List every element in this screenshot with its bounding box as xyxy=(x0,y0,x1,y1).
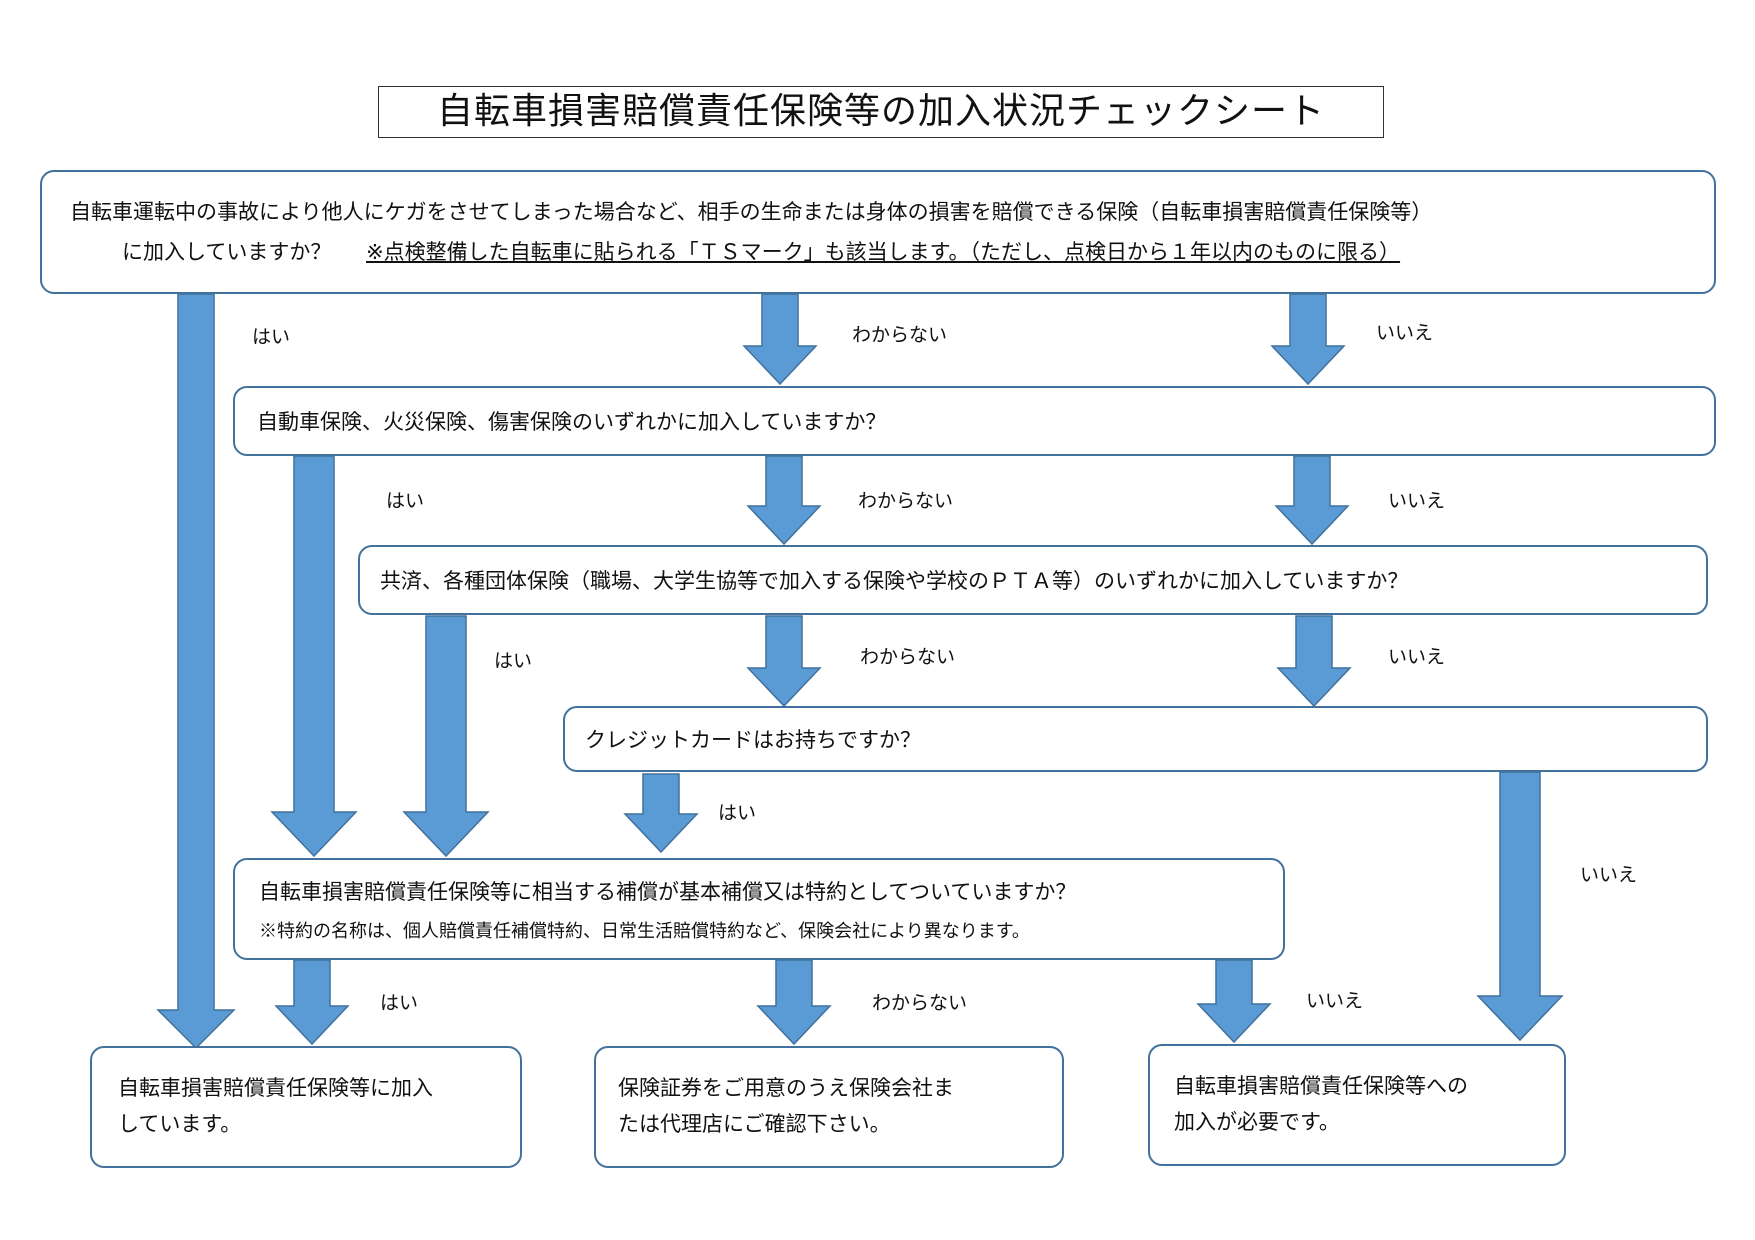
arrow-q5-yes xyxy=(274,959,350,1046)
question-3-text: 共済、各種団体保険（職場、大学生協等で加入する保険や学校のＰＴＡ等）のいずれかに… xyxy=(380,569,1409,593)
label-q5-yes: はい xyxy=(380,992,419,1014)
label-q3-unknown: わからない xyxy=(860,646,956,668)
result-confirm-box: 保険証券をご用意のうえ保険会社ま たは代理店にご確認下さい。 xyxy=(594,1046,1064,1168)
label-q4-no: いいえ xyxy=(1580,864,1638,886)
label-q2-unknown: わからない xyxy=(858,490,954,512)
arrow-q3-yes xyxy=(402,615,490,858)
page-title: 自転車損害賠償責任保険等の加入状況チェックシート xyxy=(378,86,1384,138)
label-q3-no: いいえ xyxy=(1388,646,1446,668)
label-q1-unknown: わからない xyxy=(852,324,948,346)
arrow-q5-unknown xyxy=(756,959,832,1046)
arrow-q2-yes xyxy=(270,455,358,858)
label-q3-yes: はい xyxy=(494,650,533,672)
result-required-line2: 加入が必要です。 xyxy=(1174,1110,1340,1134)
question-5-text: 自転車損害賠償責任保険等に相当する補償が基本補償又は特約としてついていますか？ xyxy=(259,880,1077,904)
question-5-note: ※特約の名称は、個人賠償責任補償特約、日常生活賠償特約など、保険会社により異なり… xyxy=(259,921,1030,942)
result-confirm-line2: たは代理店にご確認下さい。 xyxy=(618,1112,891,1136)
label-q1-no: いいえ xyxy=(1376,322,1434,344)
label-q5-unknown: わからない xyxy=(872,992,968,1014)
result-confirm-line1: 保険証券をご用意のうえ保険会社ま xyxy=(618,1076,954,1100)
arrow-q3-no xyxy=(1276,615,1352,708)
question-1-line2: に加入していますか？ ※点検整備した自転車に貼られる「ＴＳマーク」も該当します。… xyxy=(122,234,1400,270)
question-1-line1: 自転車運転中の事故により他人にケガをさせてしまった場合など、相手の生命または身体… xyxy=(70,200,1433,224)
arrow-q5-no xyxy=(1196,959,1272,1044)
arrow-q1-no xyxy=(1270,293,1346,386)
question-4-box: クレジットカードはお持ちですか？ xyxy=(563,706,1708,772)
result-enrolled-box: 自転車損害賠償責任保険等に加入 しています。 xyxy=(90,1046,522,1168)
result-required-line1: 自転車損害賠償責任保険等への xyxy=(1174,1074,1468,1098)
question-2-box: 自動車保険、火災保険、傷害保険のいずれかに加入していますか？ xyxy=(233,386,1716,456)
label-q4-yes: はい xyxy=(718,802,757,824)
arrow-q1-unknown xyxy=(742,293,818,386)
label-q5-no: いいえ xyxy=(1306,990,1364,1012)
result-enrolled-line1: 自転車損害賠償責任保険等に加入 xyxy=(118,1076,433,1100)
arrow-q4-no xyxy=(1476,771,1564,1042)
question-1-ts-mark-note: ※点検整備した自転車に貼られる「ＴＳマーク」も該当します。（ただし、点検日から１… xyxy=(366,240,1401,264)
label-q2-yes: はい xyxy=(386,490,425,512)
arrow-q2-unknown xyxy=(746,455,822,546)
result-enrolled-line2: しています。 xyxy=(118,1112,242,1136)
label-q1-yes: はい xyxy=(252,326,291,348)
arrow-q3-unknown xyxy=(746,615,822,708)
arrow-q2-no xyxy=(1274,455,1350,546)
question-3-box: 共済、各種団体保険（職場、大学生協等で加入する保険や学校のＰＴＡ等）のいずれかに… xyxy=(358,545,1708,615)
question-4-text: クレジットカードはお持ちですか？ xyxy=(585,728,921,752)
question-2-text: 自動車保険、火災保険、傷害保険のいずれかに加入していますか？ xyxy=(257,410,887,434)
question-1-box: 自転車運転中の事故により他人にケガをさせてしまった場合など、相手の生命または身体… xyxy=(40,170,1716,294)
question-5-box: 自転車損害賠償責任保険等に相当する補償が基本補償又は特約としてついていますか？ … xyxy=(233,858,1285,960)
question-1-line2-main: に加入していますか？ xyxy=(122,240,332,264)
label-q2-no: いいえ xyxy=(1388,490,1446,512)
arrow-q4-yes xyxy=(623,773,699,854)
arrow-q1-yes xyxy=(156,293,236,1050)
result-required-box: 自転車損害賠償責任保険等への 加入が必要です。 xyxy=(1148,1044,1566,1166)
